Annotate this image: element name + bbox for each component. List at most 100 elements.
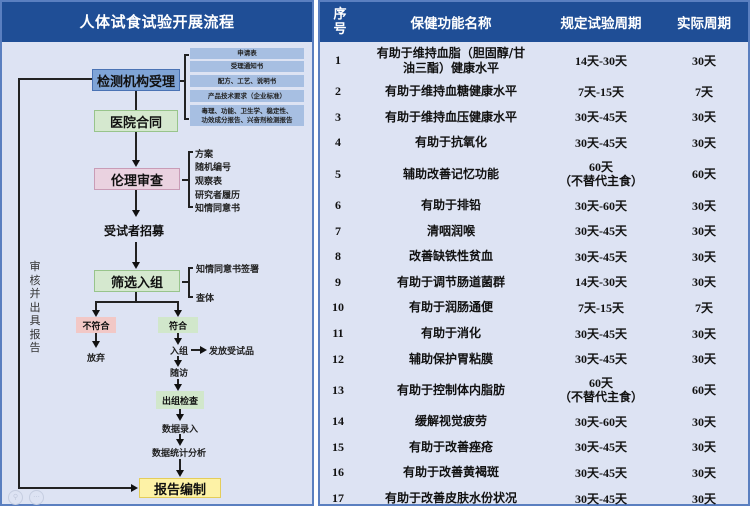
zoom-icon[interactable]: ⚲	[8, 490, 23, 505]
cell-required-period: 30天-45天	[575, 249, 627, 264]
arrow-down-icon	[176, 414, 184, 421]
table-row: 3 有助于维持血压健康水平 30天-45天 30天	[320, 105, 748, 131]
cell-actual-period: 30天	[691, 110, 716, 125]
cell-actual-period: 60天	[691, 167, 716, 182]
ethics-doc: 随机编号	[195, 163, 232, 173]
branch-line	[95, 301, 179, 303]
cell-name: 有助于改善痤疮	[408, 439, 493, 454]
cell-name: 有助于抗氧化	[414, 135, 487, 150]
connector	[177, 333, 179, 340]
connector	[179, 434, 181, 440]
bracket-tick	[180, 80, 185, 82]
connector	[95, 301, 97, 311]
step-eligible: 符合	[158, 317, 198, 333]
doc-notice: 受理通知书	[190, 61, 304, 72]
cell-actual-period: 30天	[691, 440, 716, 455]
table-row: 15 有助于改善痤疮 30天-45天 30天	[320, 435, 748, 461]
cell-name: 有助于改善黄褐斑	[402, 465, 499, 480]
cell-no: 15	[332, 439, 344, 454]
loop-arrow	[131, 484, 138, 492]
bracket-tick	[182, 281, 188, 283]
cell-no: 6	[335, 198, 341, 213]
bracket-screening	[188, 267, 190, 297]
cell-actual-period: 60天	[691, 383, 716, 398]
arrow-down-icon	[174, 310, 182, 317]
header-no: 序 号	[333, 7, 347, 37]
ethics-doc: 研究者履历	[195, 191, 241, 201]
connector	[135, 91, 137, 111]
cell-actual-period: 30天	[691, 275, 716, 290]
cell-no: 7	[335, 223, 341, 238]
step-ethics-review: 伦理审查	[94, 168, 180, 190]
step-exit-exam: 出组检查	[156, 391, 204, 409]
step-report: 报告编制	[139, 478, 221, 498]
cell-required-period: 30天-45天	[575, 491, 627, 506]
bracket-acceptance	[184, 54, 186, 120]
cell-name: 清咽润喉	[426, 223, 475, 238]
cell-actual-period: 30天	[691, 249, 716, 264]
cell-no: 8	[335, 249, 341, 264]
cell-actual-period: 30天	[691, 491, 716, 506]
bracket-tick	[184, 54, 189, 56]
cell-required-period: 30天-45天	[575, 110, 627, 125]
cell-no: 12	[332, 351, 344, 366]
bracket-tick	[188, 267, 193, 269]
table-header: 序 号 保健功能名称 规定试验周期 实际周期	[320, 2, 748, 42]
connector	[191, 349, 201, 351]
cell-no: 5	[335, 166, 341, 181]
arrow-down-icon	[92, 310, 100, 317]
connector	[177, 356, 179, 362]
arrow-right-icon	[200, 346, 207, 354]
step-not-eligible: 不符合	[76, 317, 116, 333]
more-icon[interactable]: ···	[29, 490, 44, 505]
ethics-doc: 方案	[195, 150, 214, 160]
cell-required-period: 30天-45天	[575, 326, 627, 341]
loop-line-left	[18, 78, 20, 488]
step-data-entry: 数据录入	[162, 425, 199, 435]
step-hospital-contract: 医院合同	[94, 110, 178, 132]
doc-tech-req: 产品技术要求（企业标准）	[190, 90, 304, 102]
viewer-controls[interactable]: ⚲ ···	[8, 490, 44, 505]
header-required-period: 规定试验周期	[560, 16, 642, 32]
cell-no: 3	[335, 109, 341, 124]
cell-required-period: 30天-45天	[575, 440, 627, 455]
cell-required-period: 30天-60天	[575, 198, 627, 213]
cell-required-period: 30天-45天	[575, 224, 627, 239]
doc-reports: 毒理、功能、卫生学、稳定性、 功效成分报告、兴奋剂检测报告	[190, 105, 304, 126]
arrow-down-icon	[174, 360, 182, 367]
cell-required-period: 14天-30天	[575, 53, 627, 68]
connector	[135, 190, 137, 212]
cell-required-period: 60天（不替代主食）	[558, 160, 643, 189]
cell-required-period: 30天-45天	[575, 352, 627, 367]
arrow-down-icon	[174, 338, 182, 345]
connector	[177, 379, 179, 385]
screening-doc: 查体	[196, 294, 215, 304]
ethics-doc: 观察表	[195, 177, 223, 187]
cell-no: 10	[332, 300, 344, 315]
arrow-down-icon	[92, 341, 100, 348]
cell-actual-period: 30天	[691, 465, 716, 480]
cell-name: 改善缺铁性贫血	[408, 249, 493, 264]
cell-actual-period: 30天	[691, 224, 716, 239]
flowchart-title: 人体试食试验开展流程	[2, 2, 312, 42]
arrow-down-icon	[132, 160, 140, 167]
cell-name: 有助于控制体内脂肪	[396, 382, 505, 397]
cell-name: 有助于维持血糖健康水平	[384, 84, 517, 99]
cell-required-period: 60天（不替代主食）	[558, 376, 643, 405]
cell-actual-period: 30天	[691, 352, 716, 367]
cell-actual-period: 30天	[691, 326, 716, 341]
connector	[179, 459, 181, 471]
cell-required-period: 14天-30天	[575, 275, 627, 290]
cell-name: 有助于维持血压健康水平	[384, 109, 517, 124]
cell-actual-period: 7天	[694, 84, 713, 99]
step-enroll: 入组	[170, 347, 189, 357]
cell-required-period: 7天-15天	[578, 84, 624, 99]
